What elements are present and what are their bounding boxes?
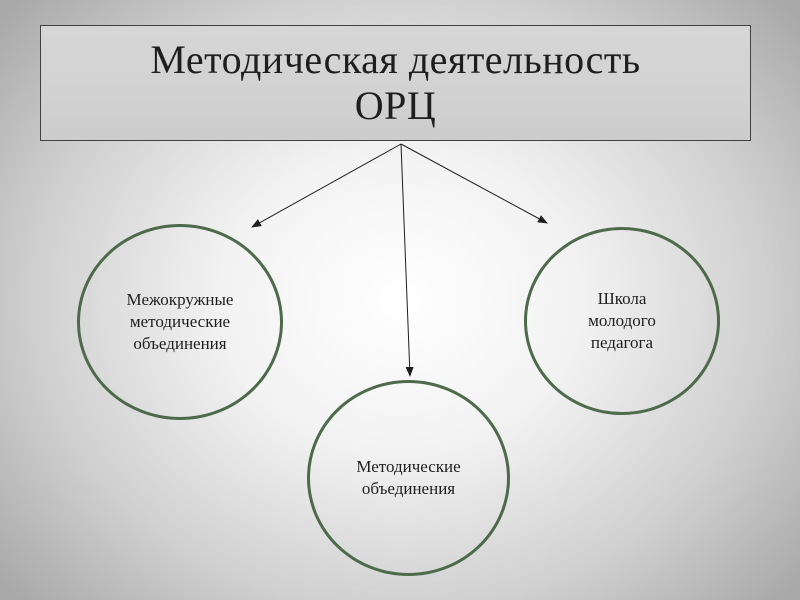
node-label: Методические объединения: [356, 457, 461, 498]
node-label: Межокружные методические объединения: [126, 290, 234, 353]
title-line-2: ОРЦ: [354, 83, 437, 128]
arrow-to-center-node: [400, 143, 414, 377]
node-label: Школа молодого педагога: [588, 289, 656, 352]
arrow-to-left-node: [251, 143, 402, 228]
title-box: Методическая деятельность ОРЦ: [40, 25, 751, 141]
node-methodical-associations: Методические объединения: [307, 380, 510, 576]
node-young-teacher-school: Школа молодого педагога: [524, 227, 720, 415]
arrow-to-right-node: [400, 143, 548, 224]
title-line-1: Методическая деятельность: [150, 37, 641, 82]
node-interdistrict-associations: Межокружные методические объединения: [77, 224, 283, 420]
